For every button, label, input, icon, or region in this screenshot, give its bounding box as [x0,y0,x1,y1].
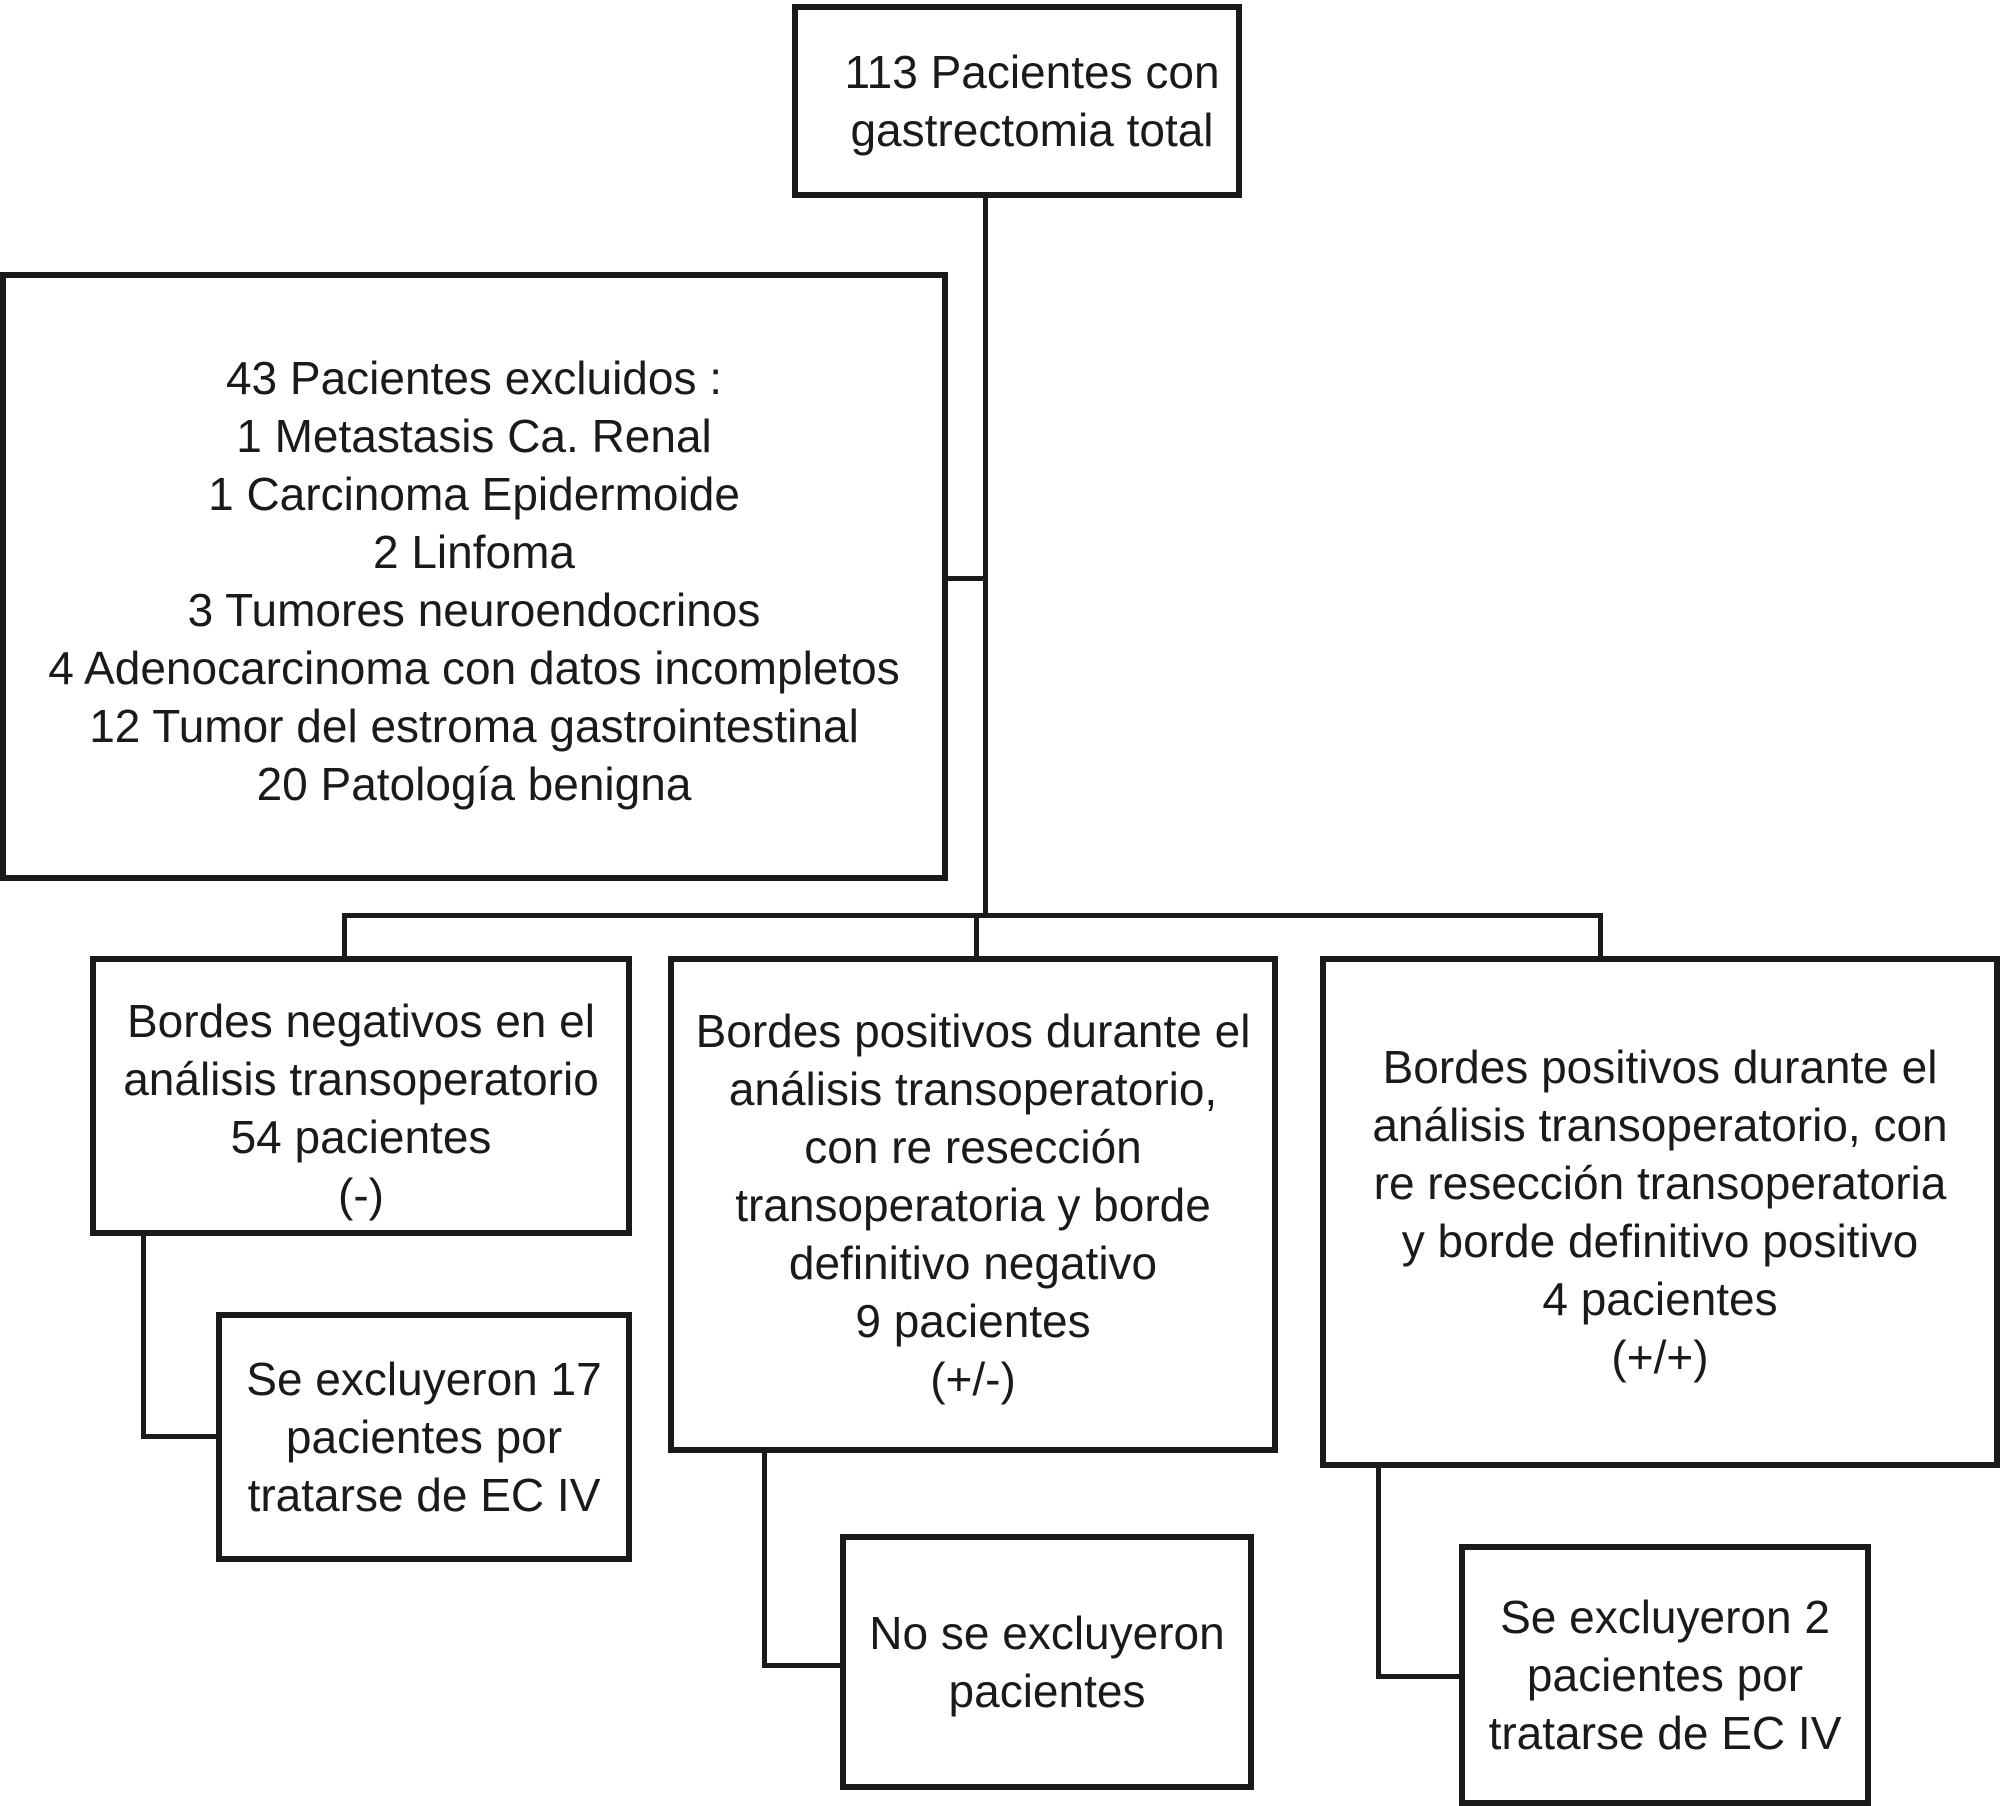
box-text-line: gastrectomia total [850,104,1214,156]
box-text-line: pacientes por [1526,1649,1804,1701]
box-text-line: y borde definitivo positivo [1401,1215,1919,1267]
box-text-line: (+/-) [930,1352,1016,1405]
box-text-line: análisis transoperatorio, con [1372,1099,1948,1151]
box-text-line: Bordes positivos durante el [695,1004,1251,1057]
connector-pos-neg-across [762,1663,846,1668]
excluded-stage-iv-2-box: Se excluyeron 2 pacientes por tratarse de … [1459,1544,1871,1806]
box-text-line: tratarse de EC IV [247,1469,601,1521]
connector-to-negative [342,913,347,959]
connector-trunk [983,196,988,915]
box-text-line: 54 pacientes [230,1111,492,1163]
connector-to-pos-neg [974,913,979,959]
total-patients-box: 113 Pacientes con gastrectomia total [792,4,1242,198]
connector-pos-pos-across [1376,1674,1464,1679]
box-text-line: (-) [338,1169,384,1221]
box-text-line: 3 Tumores neuroendocrinos [187,583,761,636]
connector-negative-across [141,1434,223,1439]
box-text-line: transoperatoria y borde [735,1178,1211,1231]
box-text-line: 12 Tumor del estroma gastrointestinal [89,699,859,752]
box-text-line: Bordes positivos durante el [1382,1041,1938,1093]
box-text-line: 43 Pacientes excluidos : [225,351,723,404]
box-text-line: análisis transoperatorio, [728,1062,1218,1115]
connector-negative-down [141,1234,146,1439]
box-text-line: pacientes [948,1665,1146,1717]
no-exclusions-box: No se excluyeron pacientes [840,1534,1254,1790]
box-text-line: definitivo negativo [788,1236,1158,1289]
box-text-line: No se excluyeron [869,1607,1225,1659]
box-text-line: 9 pacientes [855,1294,1091,1347]
positive-positive-margins-box: Bordes positivos durante el análisis tran… [1320,956,2000,1468]
box-text-line: 2 Linfoma [372,525,575,578]
excluded-patients-box: 43 Pacientes excluidos :1 Metastasis Ca.… [0,272,948,881]
box-text-line: (+/+) [1611,1331,1709,1383]
box-text-line: 4 pacientes [1542,1273,1778,1325]
box-text-line: 20 Patología benigna [256,757,692,810]
connector-pos-pos-down [1376,1464,1381,1679]
connector-pos-neg-down [762,1449,767,1668]
negative-margins-box: Bordes negativos en el análisis transoper… [90,956,632,1236]
box-text-line: Se excluyeron 2 [1500,1591,1830,1643]
box-text-line: Bordes negativos en el [127,995,595,1047]
box-text-line: 1 Carcinoma Epidermoide [208,467,740,520]
box-text-line: análisis transoperatorio [123,1053,599,1105]
box-text-line: 4 Adenocarcinoma con datos incompletos [48,641,900,694]
box-text-line: 1 Metastasis Ca. Renal [236,409,712,462]
box-text-line: Se excluyeron 17 [246,1353,602,1405]
excluded-stage-iv-17-box: Se excluyeron 17 pacientes por tratarse de… [216,1312,632,1562]
box-text-line: 113 Pacientes con [844,46,1220,98]
box-text-line: pacientes por [285,1411,563,1463]
connector-to-pos-pos [1598,913,1603,959]
box-text-line: re resección transoperatoria [1373,1157,1947,1209]
box-text-line: con re resección [804,1120,1142,1173]
connector-to-excluded [945,576,988,581]
connector-branch-bar [342,913,1603,918]
box-text-line: tratarse de EC IV [1488,1707,1842,1759]
